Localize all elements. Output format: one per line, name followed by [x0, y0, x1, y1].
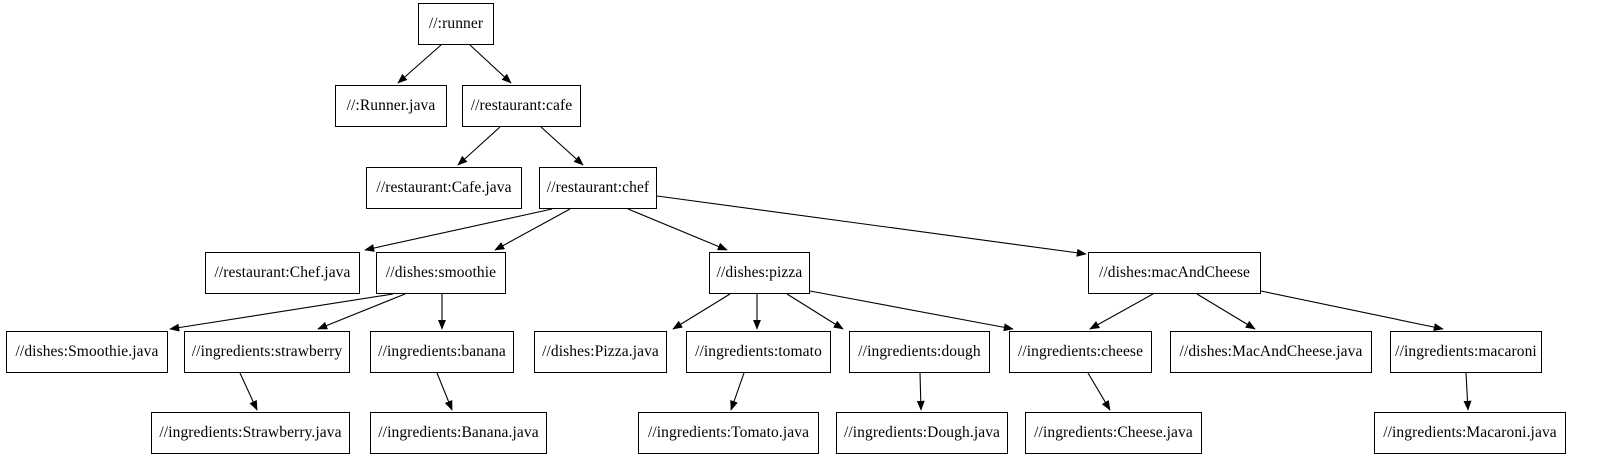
graph-edge — [494, 208, 571, 251]
graph-node-runner_java[interactable]: //:Runner.java — [335, 85, 447, 127]
graph-edge — [540, 126, 584, 166]
graph-edge — [457, 126, 501, 166]
graph-node-label: //ingredients:tomato — [695, 343, 822, 361]
graph-node-dishes_pizza[interactable]: //dishes:pizza — [709, 252, 810, 294]
graph-edge — [239, 372, 258, 411]
graph-edge — [436, 372, 453, 411]
graph-node-label: //ingredients:dough — [858, 343, 981, 361]
graph-node-dough_java[interactable]: //ingredients:Dough.java — [836, 412, 1008, 454]
graph-node-dishes_smoothie[interactable]: //dishes:smoothie — [376, 252, 506, 294]
graph-node-restaurant_cafe[interactable]: //restaurant:cafe — [462, 85, 581, 127]
graph-node-ing_banana[interactable]: //ingredients:banana — [370, 331, 514, 373]
graph-node-strawberry_java[interactable]: //ingredients:Strawberry.java — [151, 412, 350, 454]
graph-node-label: //ingredients:Banana.java — [378, 424, 539, 442]
graph-edge — [730, 372, 745, 411]
graph-node-cafe_java[interactable]: //restaurant:Cafe.java — [366, 167, 522, 209]
graph-node-label: //restaurant:chef — [546, 179, 650, 197]
graph-node-label: //:runner — [428, 15, 484, 33]
graph-node-ing_strawberry[interactable]: //ingredients:strawberry — [184, 331, 350, 373]
graph-node-label: //:Runner.java — [346, 97, 436, 115]
graph-edge — [1196, 293, 1256, 330]
graph-node-label: //ingredients:Dough.java — [843, 424, 1001, 442]
graph-node-cheese_java[interactable]: //ingredients:Cheese.java — [1025, 412, 1202, 454]
graph-edge — [1260, 290, 1444, 332]
graph-node-macaroni_java[interactable]: //ingredients:Macaroni.java — [1374, 412, 1566, 454]
graph-node-label: //ingredients:Macaroni.java — [1383, 424, 1557, 442]
graph-edge — [627, 208, 728, 251]
graph-node-chef_java[interactable]: //restaurant:Chef.java — [205, 252, 360, 294]
graph-node-dishes_macandchz[interactable]: //dishes:macAndCheese — [1088, 252, 1261, 294]
graph-node-label: //ingredients:Tomato.java — [647, 424, 810, 442]
graph-edge — [809, 290, 1014, 332]
graph-node-label: //ingredients:Strawberry.java — [159, 424, 342, 442]
graph-node-ing_cheese[interactable]: //ingredients:cheese — [1009, 331, 1152, 373]
graph-node-label: //ingredients:banana — [378, 343, 506, 361]
graph-node-tomato_java[interactable]: //ingredients:Tomato.java — [638, 412, 819, 454]
graph-edge — [1087, 372, 1111, 411]
graph-node-label: //restaurant:Chef.java — [214, 264, 351, 282]
graph-edge — [1089, 293, 1154, 330]
graph-node-label: //dishes:MacAndCheese.java — [1179, 343, 1363, 361]
graph-node-label: //restaurant:cafe — [470, 97, 573, 115]
graph-edge — [397, 44, 442, 84]
graph-node-banana_java[interactable]: //ingredients:Banana.java — [370, 412, 547, 454]
graph-edge — [672, 293, 731, 330]
graph-node-macandchz_java[interactable]: //dishes:MacAndCheese.java — [1170, 331, 1372, 373]
graph-node-label: //restaurant:Cafe.java — [376, 179, 512, 197]
graph-node-label: //ingredients:cheese — [1017, 343, 1144, 361]
graph-node-label: //dishes:macAndCheese — [1098, 264, 1251, 282]
graph-edge — [786, 293, 844, 330]
graph-edge — [364, 208, 553, 252]
graph-node-runner[interactable]: //:runner — [418, 3, 494, 45]
graph-edge — [916, 372, 925, 411]
graph-edge — [317, 293, 406, 330]
graph-node-label: //dishes:Pizza.java — [542, 343, 659, 361]
graph-node-label: //ingredients:strawberry — [191, 343, 343, 361]
graph-node-ing_tomato[interactable]: //ingredients:tomato — [686, 331, 831, 373]
graph-node-label: //ingredients:Cheese.java — [1034, 424, 1193, 442]
graph-node-ing_dough[interactable]: //ingredients:dough — [849, 331, 990, 373]
graph-node-label: //dishes:pizza — [716, 264, 803, 282]
graph-node-label: //dishes:Smoothie.java — [15, 343, 159, 361]
graph-edge — [469, 44, 512, 84]
graph-node-pizza_java[interactable]: //dishes:Pizza.java — [534, 331, 667, 373]
graph-node-label: //dishes:smoothie — [385, 264, 497, 282]
graph-edge — [656, 195, 1087, 257]
graph-node-smoothie_java[interactable]: //dishes:Smoothie.java — [6, 331, 168, 373]
graph-node-restaurant_chef[interactable]: //restaurant:chef — [539, 167, 657, 209]
graph-edge — [169, 293, 394, 332]
graph-node-label: //ingredients:macaroni — [1395, 343, 1537, 361]
graph-edge — [1463, 372, 1472, 411]
graph-node-ing_macaroni[interactable]: //ingredients:macaroni — [1390, 331, 1542, 373]
